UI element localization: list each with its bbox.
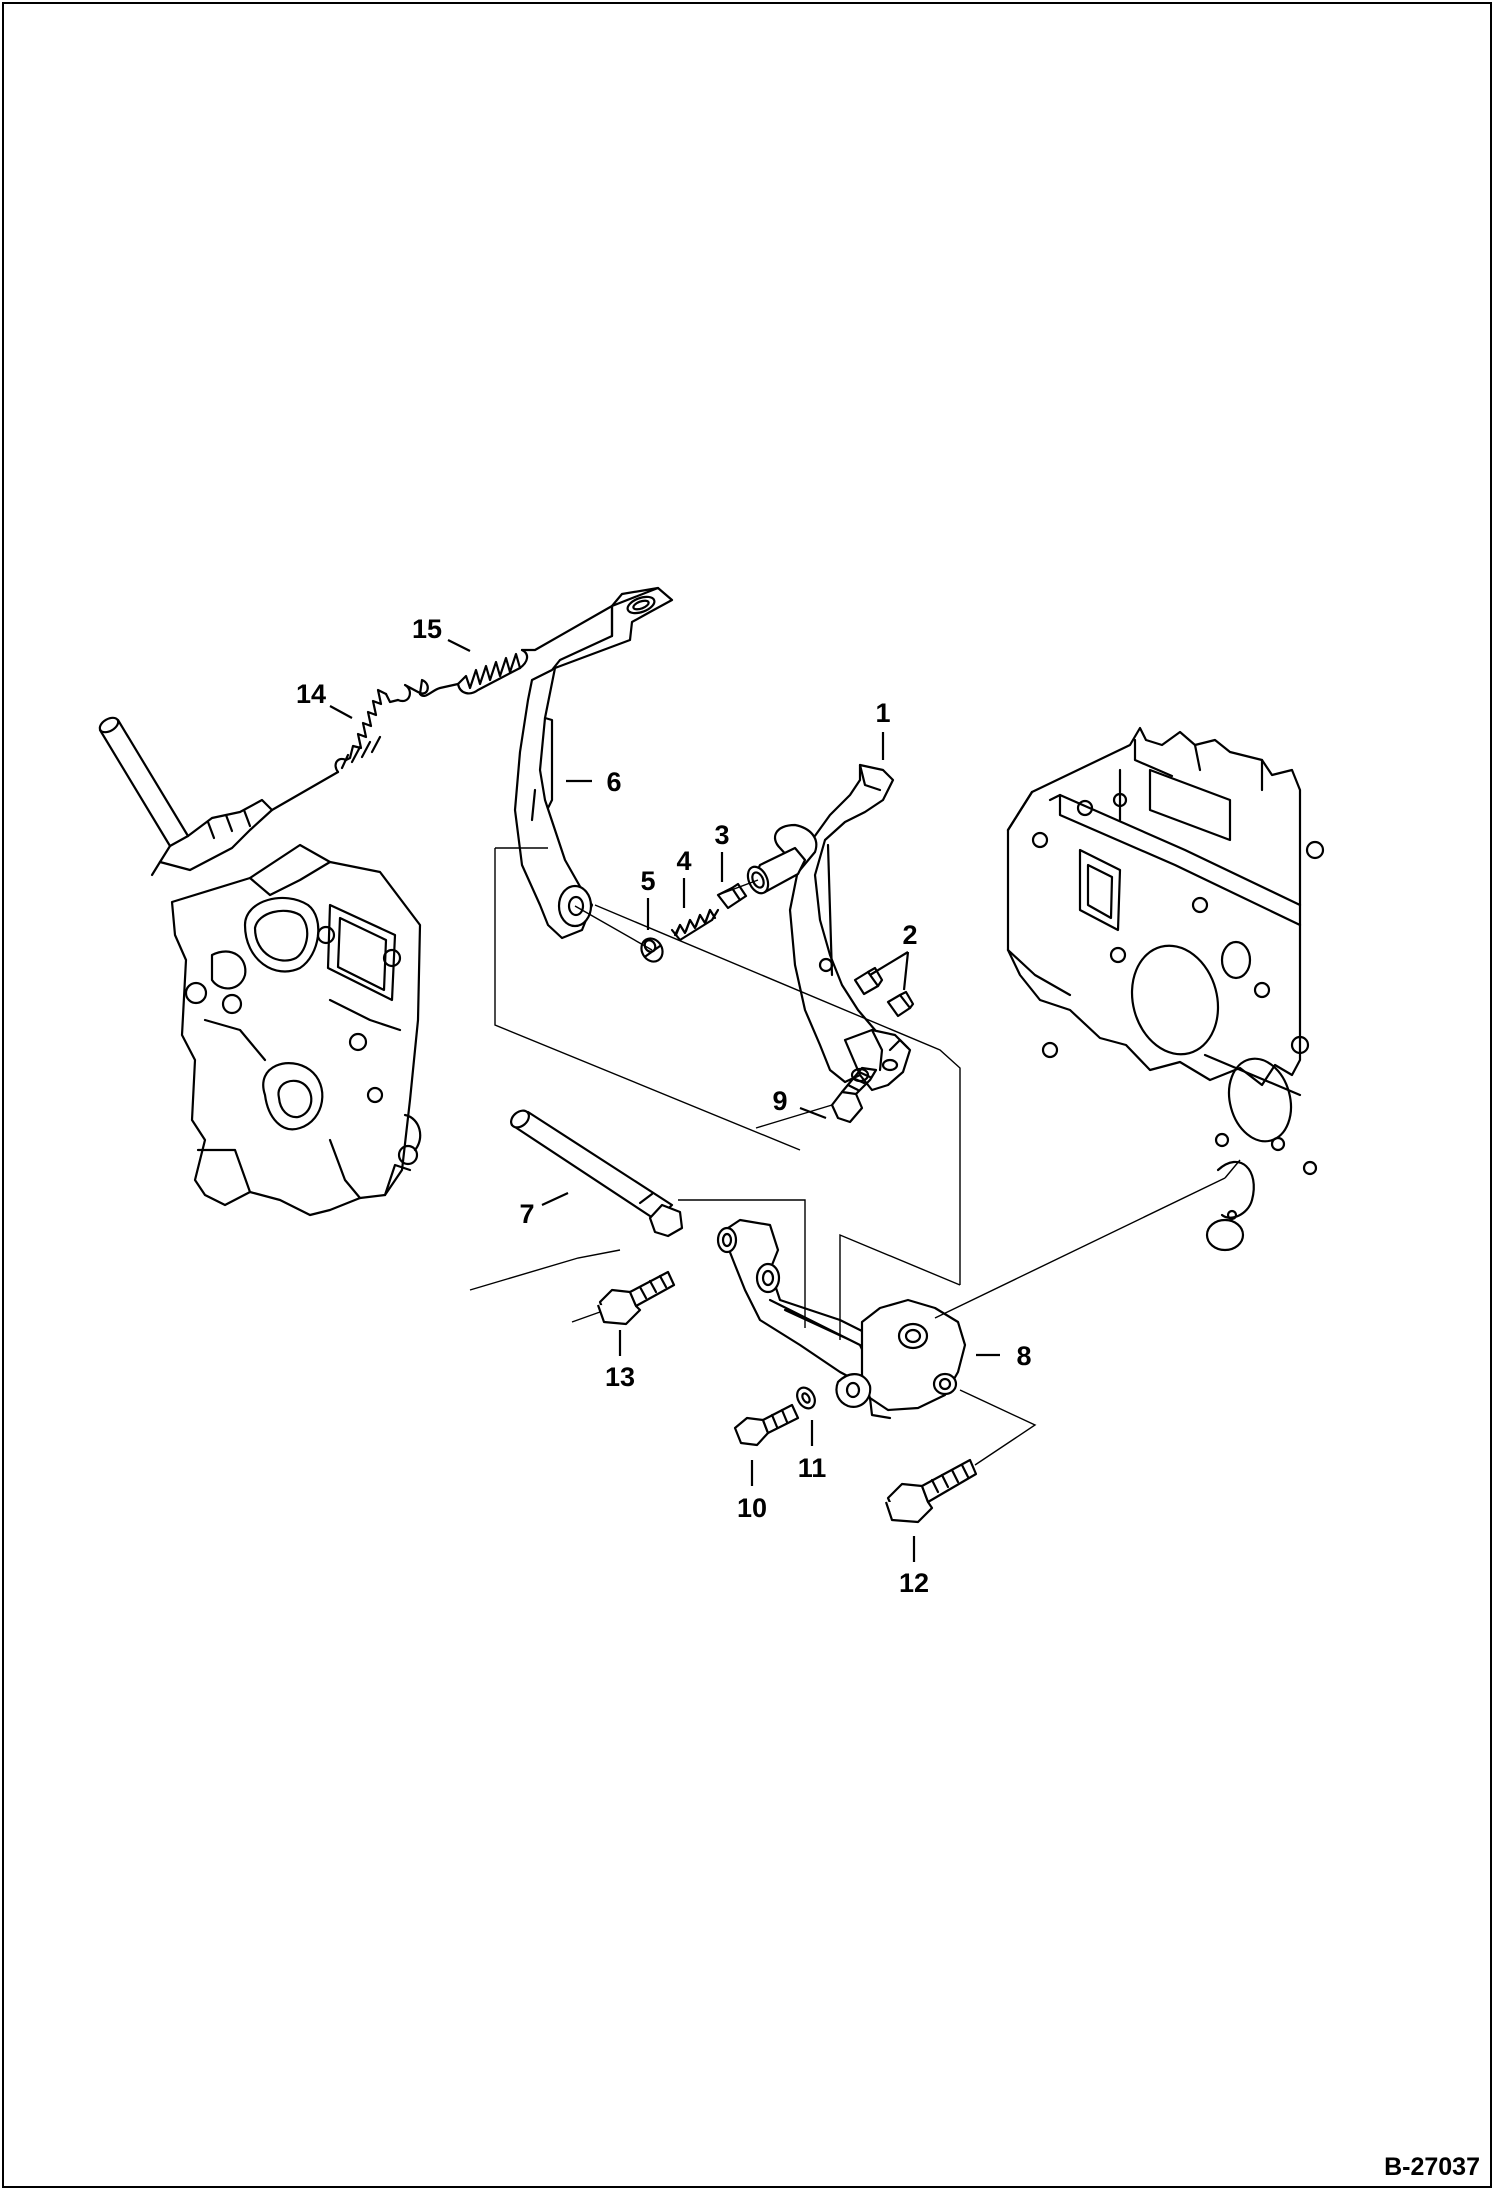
engine-block-right [1006,726,1325,1252]
bolt-9 [830,1066,878,1124]
bolts-2 [853,966,915,1018]
callout-5: 5 [640,866,655,896]
governor-shaft [98,716,274,877]
link-arm [716,1218,882,1382]
callout-7: 7 [519,1199,534,1229]
callout-2: 2 [902,920,917,950]
washer-11 [796,1386,816,1410]
callout-12: 12 [899,1568,929,1598]
callout-13: 13 [605,1362,635,1392]
callout-8: 8 [1016,1341,1031,1371]
spring-15 [418,604,614,697]
figure-reference: B-27037 [1384,2153,1480,2181]
governor-lever-1 [746,763,912,1092]
bolt-12 [884,1458,978,1524]
engine-housing-left [170,843,422,1217]
callout-9: 9 [772,1086,787,1116]
shaft-7 [510,1109,684,1238]
bracket-8 [835,1298,967,1420]
callout-labels: 1 2 3 4 5 6 7 8 9 10 11 12 13 14 15 [296,614,1032,1598]
callout-3: 3 [714,820,729,850]
callout-leaders [329,639,1000,1562]
assembly-lines [469,847,1241,1466]
bolt-13 [596,1270,676,1326]
callout-10: 10 [737,1493,767,1523]
callout-6: 6 [606,767,621,797]
callout-14: 14 [296,679,326,709]
bolt-10 [733,1403,800,1447]
governor-lever-6 [513,586,674,940]
callout-4: 4 [676,846,691,876]
callout-15: 15 [412,614,442,644]
callout-11: 11 [798,1453,827,1483]
spring-4 [670,908,720,942]
pin-3 [716,882,748,910]
spring-14 [270,678,429,812]
callout-1: 1 [875,698,890,728]
